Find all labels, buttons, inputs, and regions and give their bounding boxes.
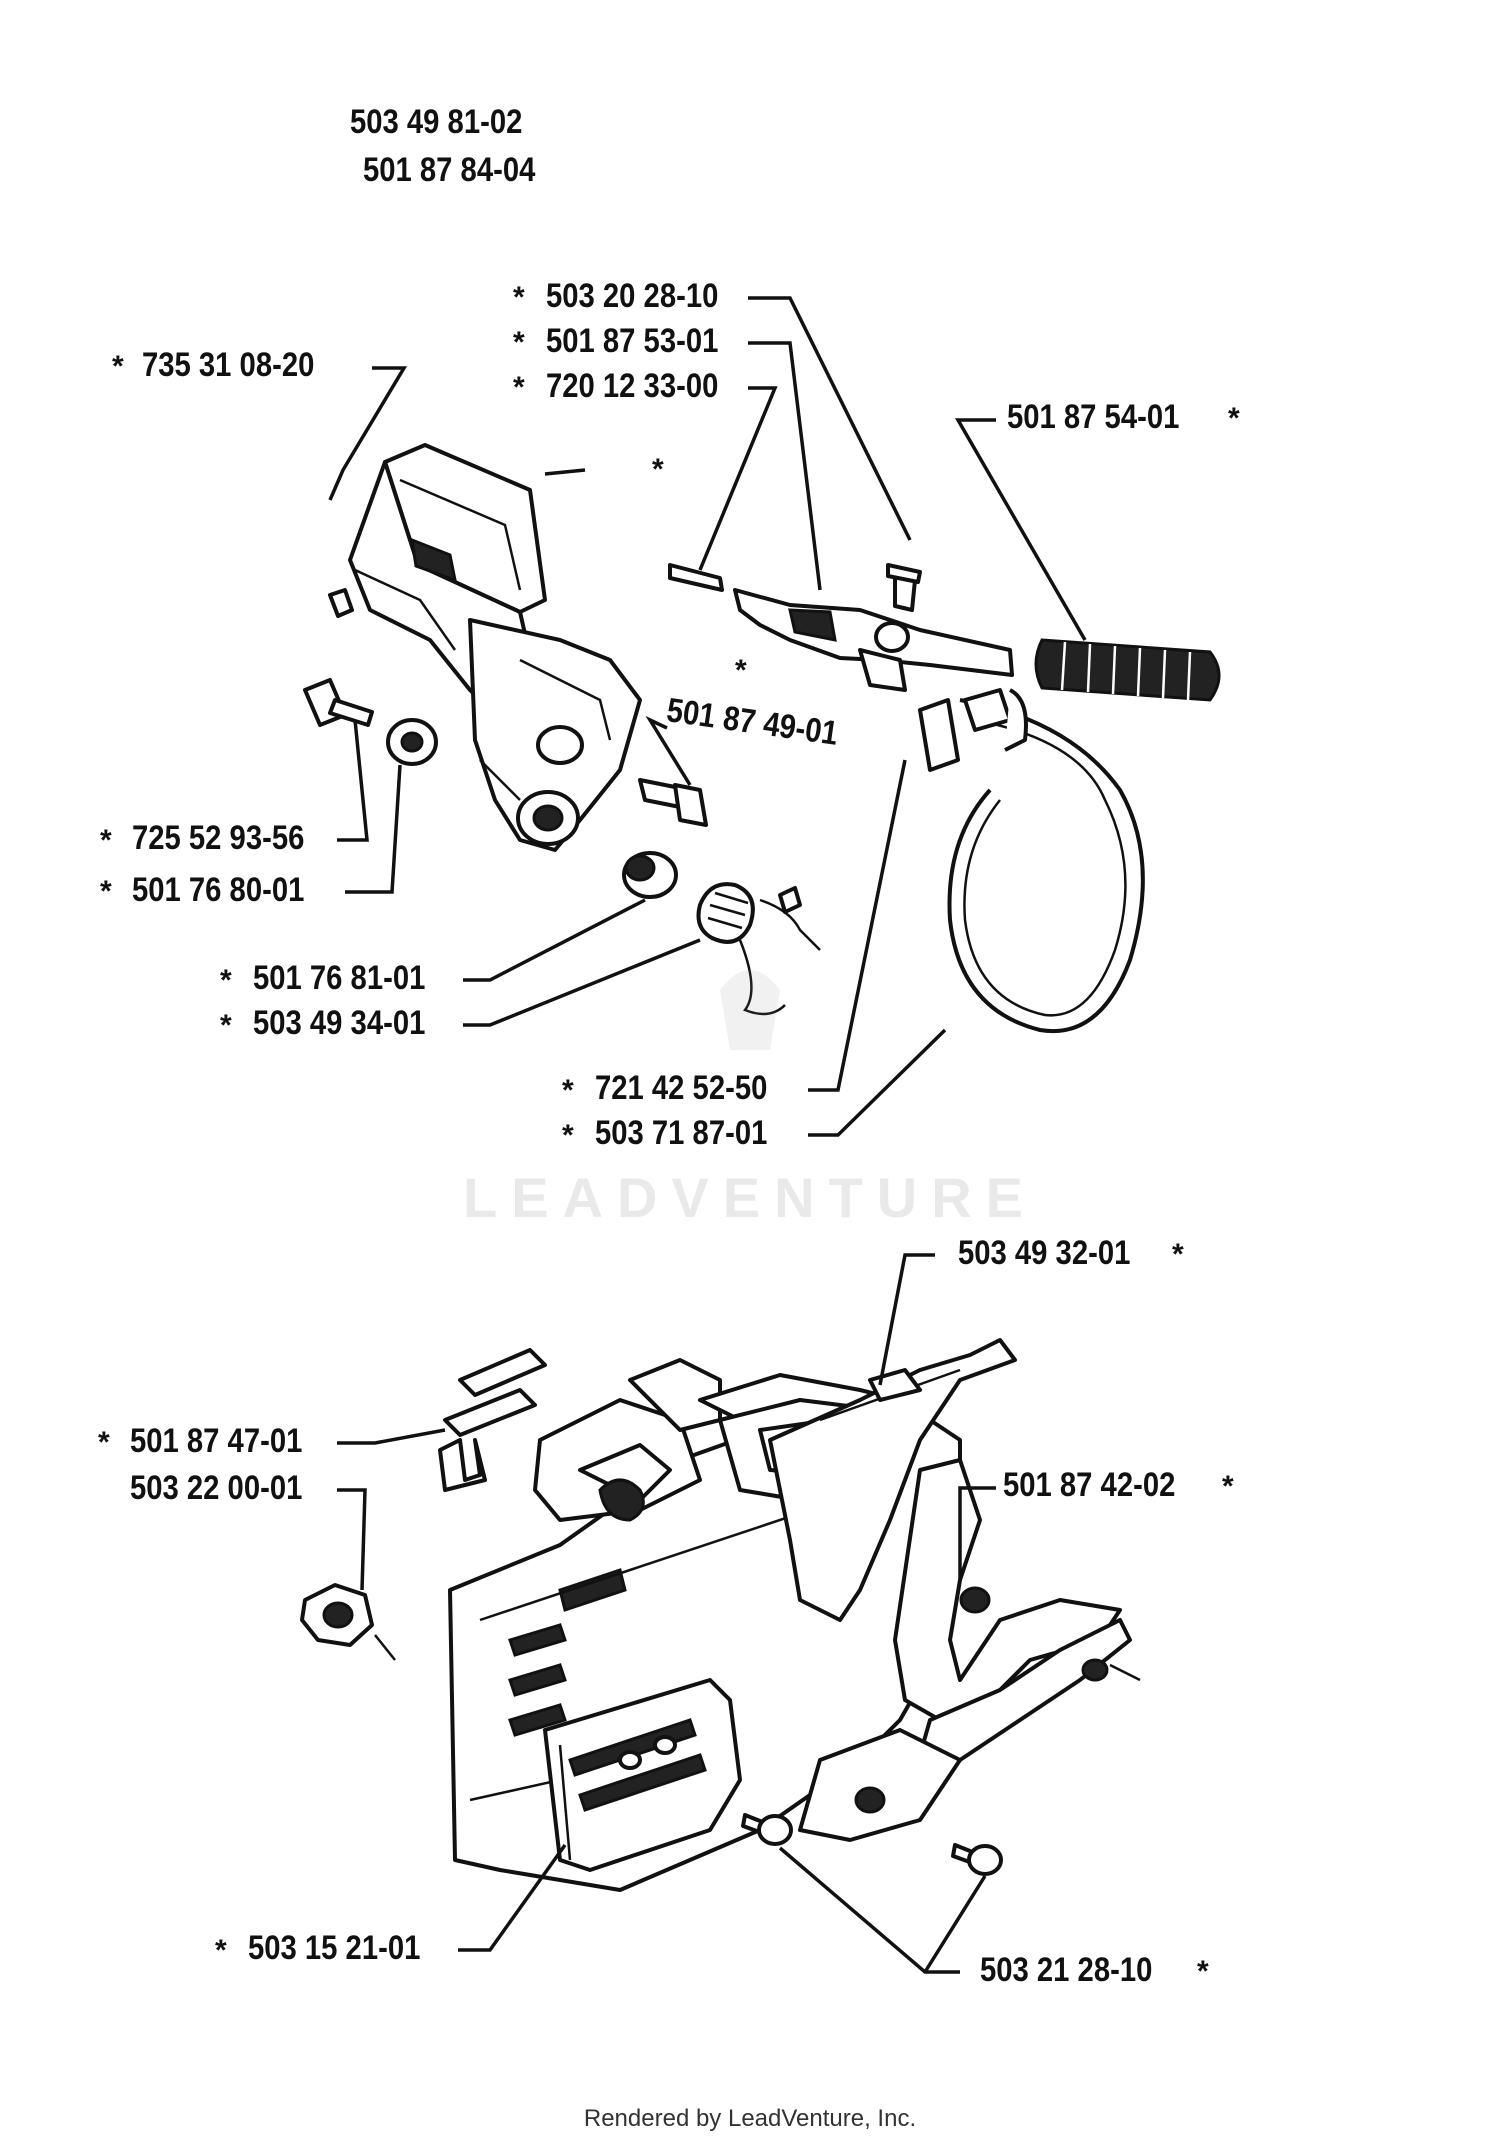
asterisk-marker: * bbox=[100, 824, 112, 857]
leader-501-87-47-01 bbox=[337, 1428, 446, 1445]
header-part-number-a: 503 49 81-02 bbox=[350, 103, 523, 141]
shoulder-bolt-part bbox=[638, 778, 708, 827]
brake-spring-part bbox=[696, 882, 821, 1016]
bar-plate-part bbox=[543, 1678, 742, 1872]
asterisk-marker: * bbox=[1228, 402, 1240, 435]
asterisk-marker: * bbox=[513, 281, 525, 314]
asterisk-marker: * bbox=[513, 326, 525, 359]
asterisk-marker: * bbox=[1197, 1955, 1209, 1988]
asterisk-marker: * bbox=[100, 875, 112, 908]
label-721-42-52-50: 721 42 52-50 bbox=[595, 1069, 768, 1107]
label-501-87-53-01: 501 87 53-01 bbox=[546, 322, 719, 360]
asterisk-marker: * bbox=[112, 350, 124, 383]
leader-503-15-21-01 bbox=[458, 1843, 567, 1952]
asterisk-marker: * bbox=[513, 371, 525, 404]
leader-503-71-87-01 bbox=[808, 1028, 947, 1137]
label-501-87-42-02: 501 87 42-02 bbox=[1003, 1466, 1176, 1504]
brake-handle-part bbox=[328, 443, 642, 852]
label-503-20-28-10: 503 20 28-10 bbox=[546, 277, 719, 315]
leader-503-20-28-10 bbox=[748, 296, 912, 541]
label-503-49-32-01: 503 49 32-01 bbox=[958, 1234, 1131, 1272]
leader-501-87-49-01 bbox=[645, 715, 692, 786]
chain-guard-part bbox=[768, 1338, 1017, 1622]
label-501-87-47-01: 501 87 47-01 bbox=[130, 1422, 303, 1460]
asterisk-marker: * bbox=[1222, 1470, 1234, 1503]
leader-501-76-80-01 bbox=[345, 764, 402, 894]
leader-503-49-32-01 bbox=[878, 1253, 935, 1386]
grip-sleeve-part bbox=[1034, 638, 1221, 702]
watermark-emblem bbox=[720, 970, 780, 1050]
asterisk-marker: * bbox=[220, 1009, 232, 1042]
throttle-lever-part bbox=[668, 563, 1014, 692]
label-725-52-93-56: 725 52 93-56 bbox=[132, 819, 305, 857]
leader-501-76-81-01 bbox=[463, 898, 646, 982]
leader-503-21-28-10-a bbox=[778, 1846, 960, 1974]
leader-721-42-52-50 bbox=[808, 759, 907, 1092]
asterisk-marker: * bbox=[652, 453, 664, 486]
asterisk-marker: * bbox=[735, 654, 747, 687]
label-503-71-87-01: 503 71 87-01 bbox=[595, 1114, 768, 1152]
asterisk-marker: * bbox=[1172, 1238, 1184, 1271]
leader-501-87-54-01 bbox=[954, 418, 1087, 641]
label-720-12-33-00: 720 12 33-00 bbox=[546, 367, 719, 405]
leader-brake-handle bbox=[544, 468, 586, 476]
label-501-76-80-01: 501 76 80-01 bbox=[132, 871, 305, 909]
watermark-text: LEADVENTURE bbox=[462, 1166, 1038, 1229]
asterisk-marker: * bbox=[215, 1934, 227, 1967]
nut-part bbox=[300, 1583, 396, 1661]
leader-501-87-42-02 bbox=[958, 1486, 996, 1580]
cover-screws-part bbox=[741, 1813, 1003, 1876]
leader-735-31-08-20 bbox=[328, 366, 408, 501]
brake-band-part bbox=[918, 688, 1145, 1034]
bushing-part bbox=[622, 851, 678, 899]
rear-cover-part bbox=[798, 1458, 1141, 1842]
asterisk-marker: * bbox=[562, 1074, 574, 1107]
label-501-76-81-01: 501 76 81-01 bbox=[253, 959, 426, 997]
asterisk-marker: * bbox=[98, 1426, 110, 1459]
leader-503-49-34-01 bbox=[463, 938, 701, 1027]
label-503-49-34-01: 503 49 34-01 bbox=[253, 1004, 426, 1042]
footer-credit: Rendered by LeadVenture, Inc. bbox=[583, 2105, 917, 2132]
label-503-21-28-10: 503 21 28-10 bbox=[980, 1951, 1153, 1989]
label-503-22-00-01: 503 22 00-01 bbox=[130, 1469, 303, 1507]
leader-503-21-28-10-b bbox=[923, 1875, 987, 1973]
screw-washer-part bbox=[303, 678, 438, 766]
asterisk-marker: * bbox=[220, 964, 232, 997]
leader-725-52-93-56 bbox=[337, 719, 369, 842]
header-part-number-b: 501 87 84-04 bbox=[363, 151, 536, 189]
label-503-15-21-01: 503 15 21-01 bbox=[248, 1929, 421, 1967]
nameplate-part bbox=[438, 1348, 547, 1492]
leader-503-22-00-01 bbox=[337, 1488, 367, 1591]
label-501-87-54-01: 501 87 54-01 bbox=[1007, 398, 1180, 436]
asterisk-marker: * bbox=[562, 1119, 574, 1152]
label-735-31-08-20: 735 31 08-20 bbox=[142, 346, 315, 384]
leader-501-87-53-01 bbox=[748, 341, 822, 591]
leader-720-12-33-00 bbox=[698, 386, 778, 571]
